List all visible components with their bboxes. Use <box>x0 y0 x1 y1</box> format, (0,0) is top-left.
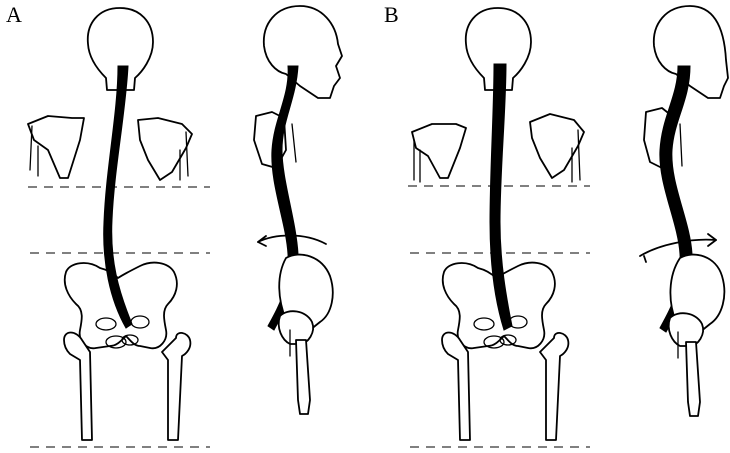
panel-b <box>408 5 729 448</box>
reference-lines-a <box>28 186 210 448</box>
lateral-skeleton-a <box>253 5 343 415</box>
lateral-skeleton-b <box>639 5 729 417</box>
reference-lines-b <box>408 185 590 448</box>
panel-a <box>27 5 343 448</box>
frontal-skeleton-a <box>27 7 193 441</box>
panel-a-label: A <box>6 2 22 27</box>
panel-b-label: B <box>384 2 399 27</box>
frontal-skeleton-b <box>411 7 585 441</box>
